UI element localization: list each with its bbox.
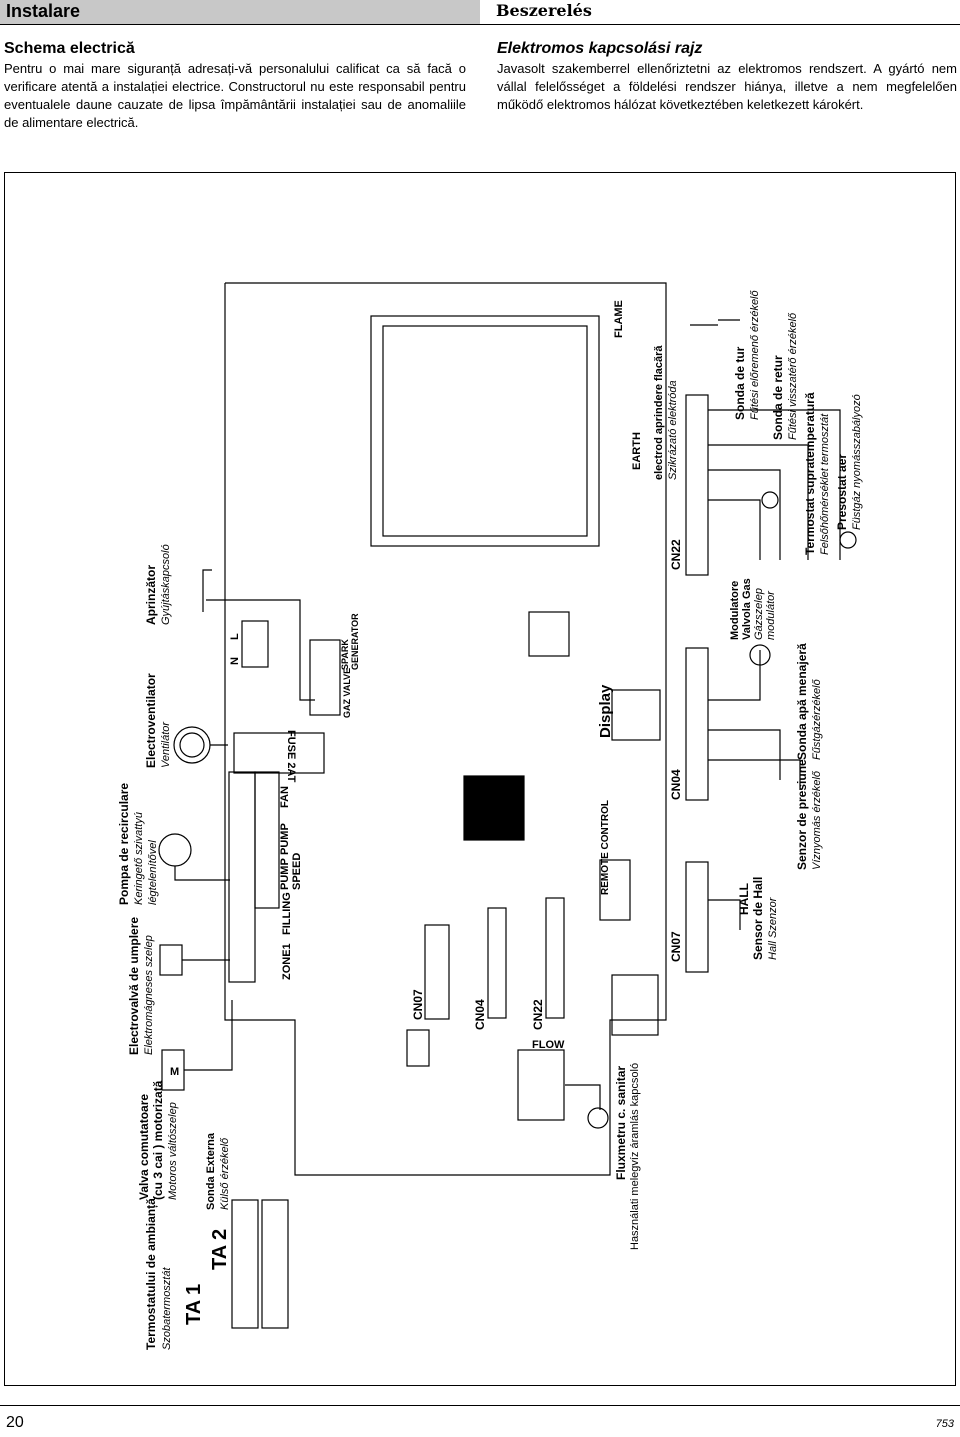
footer-rule <box>0 1405 960 1406</box>
termostat-supra-hu-label: Felsőhőmérséklet termosztát <box>819 413 831 555</box>
modulatore-hu2-label: modulátor <box>765 590 777 640</box>
vent-ro-label: Electroventilator <box>144 673 158 768</box>
pompa-hu1-label: Keringető szivattyú <box>133 812 145 905</box>
page-header: Instalare Beszerelés <box>0 0 960 24</box>
document-code: 753 <box>935 1418 954 1430</box>
flow-label: FLOW <box>532 1039 565 1051</box>
sonda-retur-ro-label: Sonda de retur <box>771 355 785 440</box>
valva-ro1-label: Valva comutatoare <box>137 1094 151 1200</box>
spark1-label: SPARK <box>340 639 350 670</box>
zone1-label: ZONE1 <box>281 943 293 980</box>
hu-title: Elektromos kapcsolási rajz <box>497 40 703 57</box>
fan-label: FAN <box>279 786 291 808</box>
header-rule <box>0 24 960 25</box>
display-label: Display <box>597 684 614 738</box>
electrod-ro-label: electrod aprindere flacără <box>653 345 665 480</box>
senzor-pres-ro-label: Senzor de presiune <box>795 759 809 870</box>
valva-ro2-label: (cu 3 cai ) motorizată <box>151 1080 165 1200</box>
electrod-hu-label: Szikrázató elektróda <box>667 380 679 480</box>
vent-hu-label: Ventilátor <box>160 721 172 768</box>
aprind-hu-label: Gyújtáskapcsoló <box>160 544 172 625</box>
filling-label: FILLING <box>281 892 293 935</box>
hall-label: HALL <box>737 883 751 915</box>
flame-label: FLAME <box>613 300 625 338</box>
modulatore1-label: Modulatore <box>729 581 741 640</box>
pump-speed1-label: PUMP <box>279 858 291 890</box>
diagram-frame <box>4 172 956 1386</box>
header-right: Beszerelés <box>480 0 960 24</box>
senzor-pres-hu-label: Víznyomás érzékelő <box>811 770 823 870</box>
header-left: Instalare <box>0 0 480 24</box>
cn04-right-label: CN04 <box>669 769 683 800</box>
header-left-title: Instalare <box>6 1 81 21</box>
ro-title: Schema electrică <box>4 40 135 57</box>
sonda-tur-hu-label: Fűtési előremenő érzékelő <box>749 289 761 420</box>
sonda-retur-hu-label: Fűtési visszatérő érzékelő <box>787 312 799 440</box>
earth-label: EARTH <box>631 432 643 470</box>
hu-section: Elektromos kapcsolási rajz Javasolt szak… <box>497 40 957 114</box>
hall-ro-label: Sensor de Hall <box>751 877 765 960</box>
hu-body: Javasolt szakemberrel ellenőriztetni az … <box>497 61 957 112</box>
sonda-apa-ro-label: Sonda apă menajeră <box>795 643 809 760</box>
pump-speed2-label: SPEED <box>291 853 303 890</box>
electrovalva-hu-label: Elektromágneses szelep <box>143 935 155 1055</box>
motor-m-label: M <box>170 1066 179 1078</box>
termostat-supra-ro-label: Termostat supratemperatură <box>803 392 817 555</box>
termostat-ro-label: Termostatului de ambianță <box>144 1198 158 1350</box>
fuse-label: FUSE 2AT <box>285 730 297 783</box>
electrovalva-ro-label: Electrovalvă de umplere <box>127 917 141 1055</box>
sonda-tur-ro-label: Sonda de tur <box>733 346 747 420</box>
cn07-right-label: CN07 <box>669 931 683 962</box>
valva-hu-label: Motoros váltószelep <box>167 1102 179 1200</box>
n-label: N <box>229 657 241 665</box>
presostat-ro-label: Presostat aer <box>835 454 849 530</box>
ta2-label: TA 2 <box>209 1229 231 1270</box>
sonda-apa-hu-label: Fűstgázérzékelő <box>811 678 823 760</box>
cn04-label: CN04 <box>473 999 487 1030</box>
fluxmetru-hu-label: Használati melegvíz áramlás kapcsoló <box>629 1063 641 1250</box>
ro-body: Pentru o mai mare siguranță adresați-vă … <box>4 61 466 130</box>
pump-label: PUMP <box>279 823 291 855</box>
presostat-hu-label: Füstgáz nyomásszabályozó <box>851 394 863 530</box>
cn07-label: CN07 <box>411 989 425 1020</box>
sonda-ext-hu-label: Külső érzékelő <box>219 1137 231 1210</box>
termostat-hu-label: Szobatermosztát <box>161 1267 173 1350</box>
aprind-ro-label: Aprinzător <box>144 565 158 625</box>
hall-hu-label: Hall Szenzor <box>767 896 779 960</box>
modulatore-hu1-label: Gázszelep <box>753 588 765 640</box>
spark2-label: GENERATOR <box>350 613 360 670</box>
cn22-right-label: CN22 <box>669 539 683 570</box>
header-right-title: Beszerelés <box>496 1 592 20</box>
fluxmetru-ro-label: Fluxmetru c. sanitar <box>614 1066 628 1180</box>
pompa-ro-label: Pompa de recirculare <box>117 783 131 905</box>
ta1-label: TA 1 <box>183 1284 205 1325</box>
remote-label: REMOTE CONTROL <box>600 800 611 895</box>
page-number: 20 <box>6 1414 24 1431</box>
pompa-hu2-label: légtelenítővel <box>147 840 159 905</box>
ro-section: Schema electrică Pentru o mai mare sigur… <box>4 40 466 132</box>
cn22-label: CN22 <box>531 999 545 1030</box>
gaz-valve-label: GAZ VALVE <box>342 668 352 718</box>
modulatore2-label: Valvola Gas <box>741 578 753 640</box>
l-label: L <box>229 633 241 640</box>
sonda-ext-ro-label: Sonda Externa <box>205 1132 217 1210</box>
